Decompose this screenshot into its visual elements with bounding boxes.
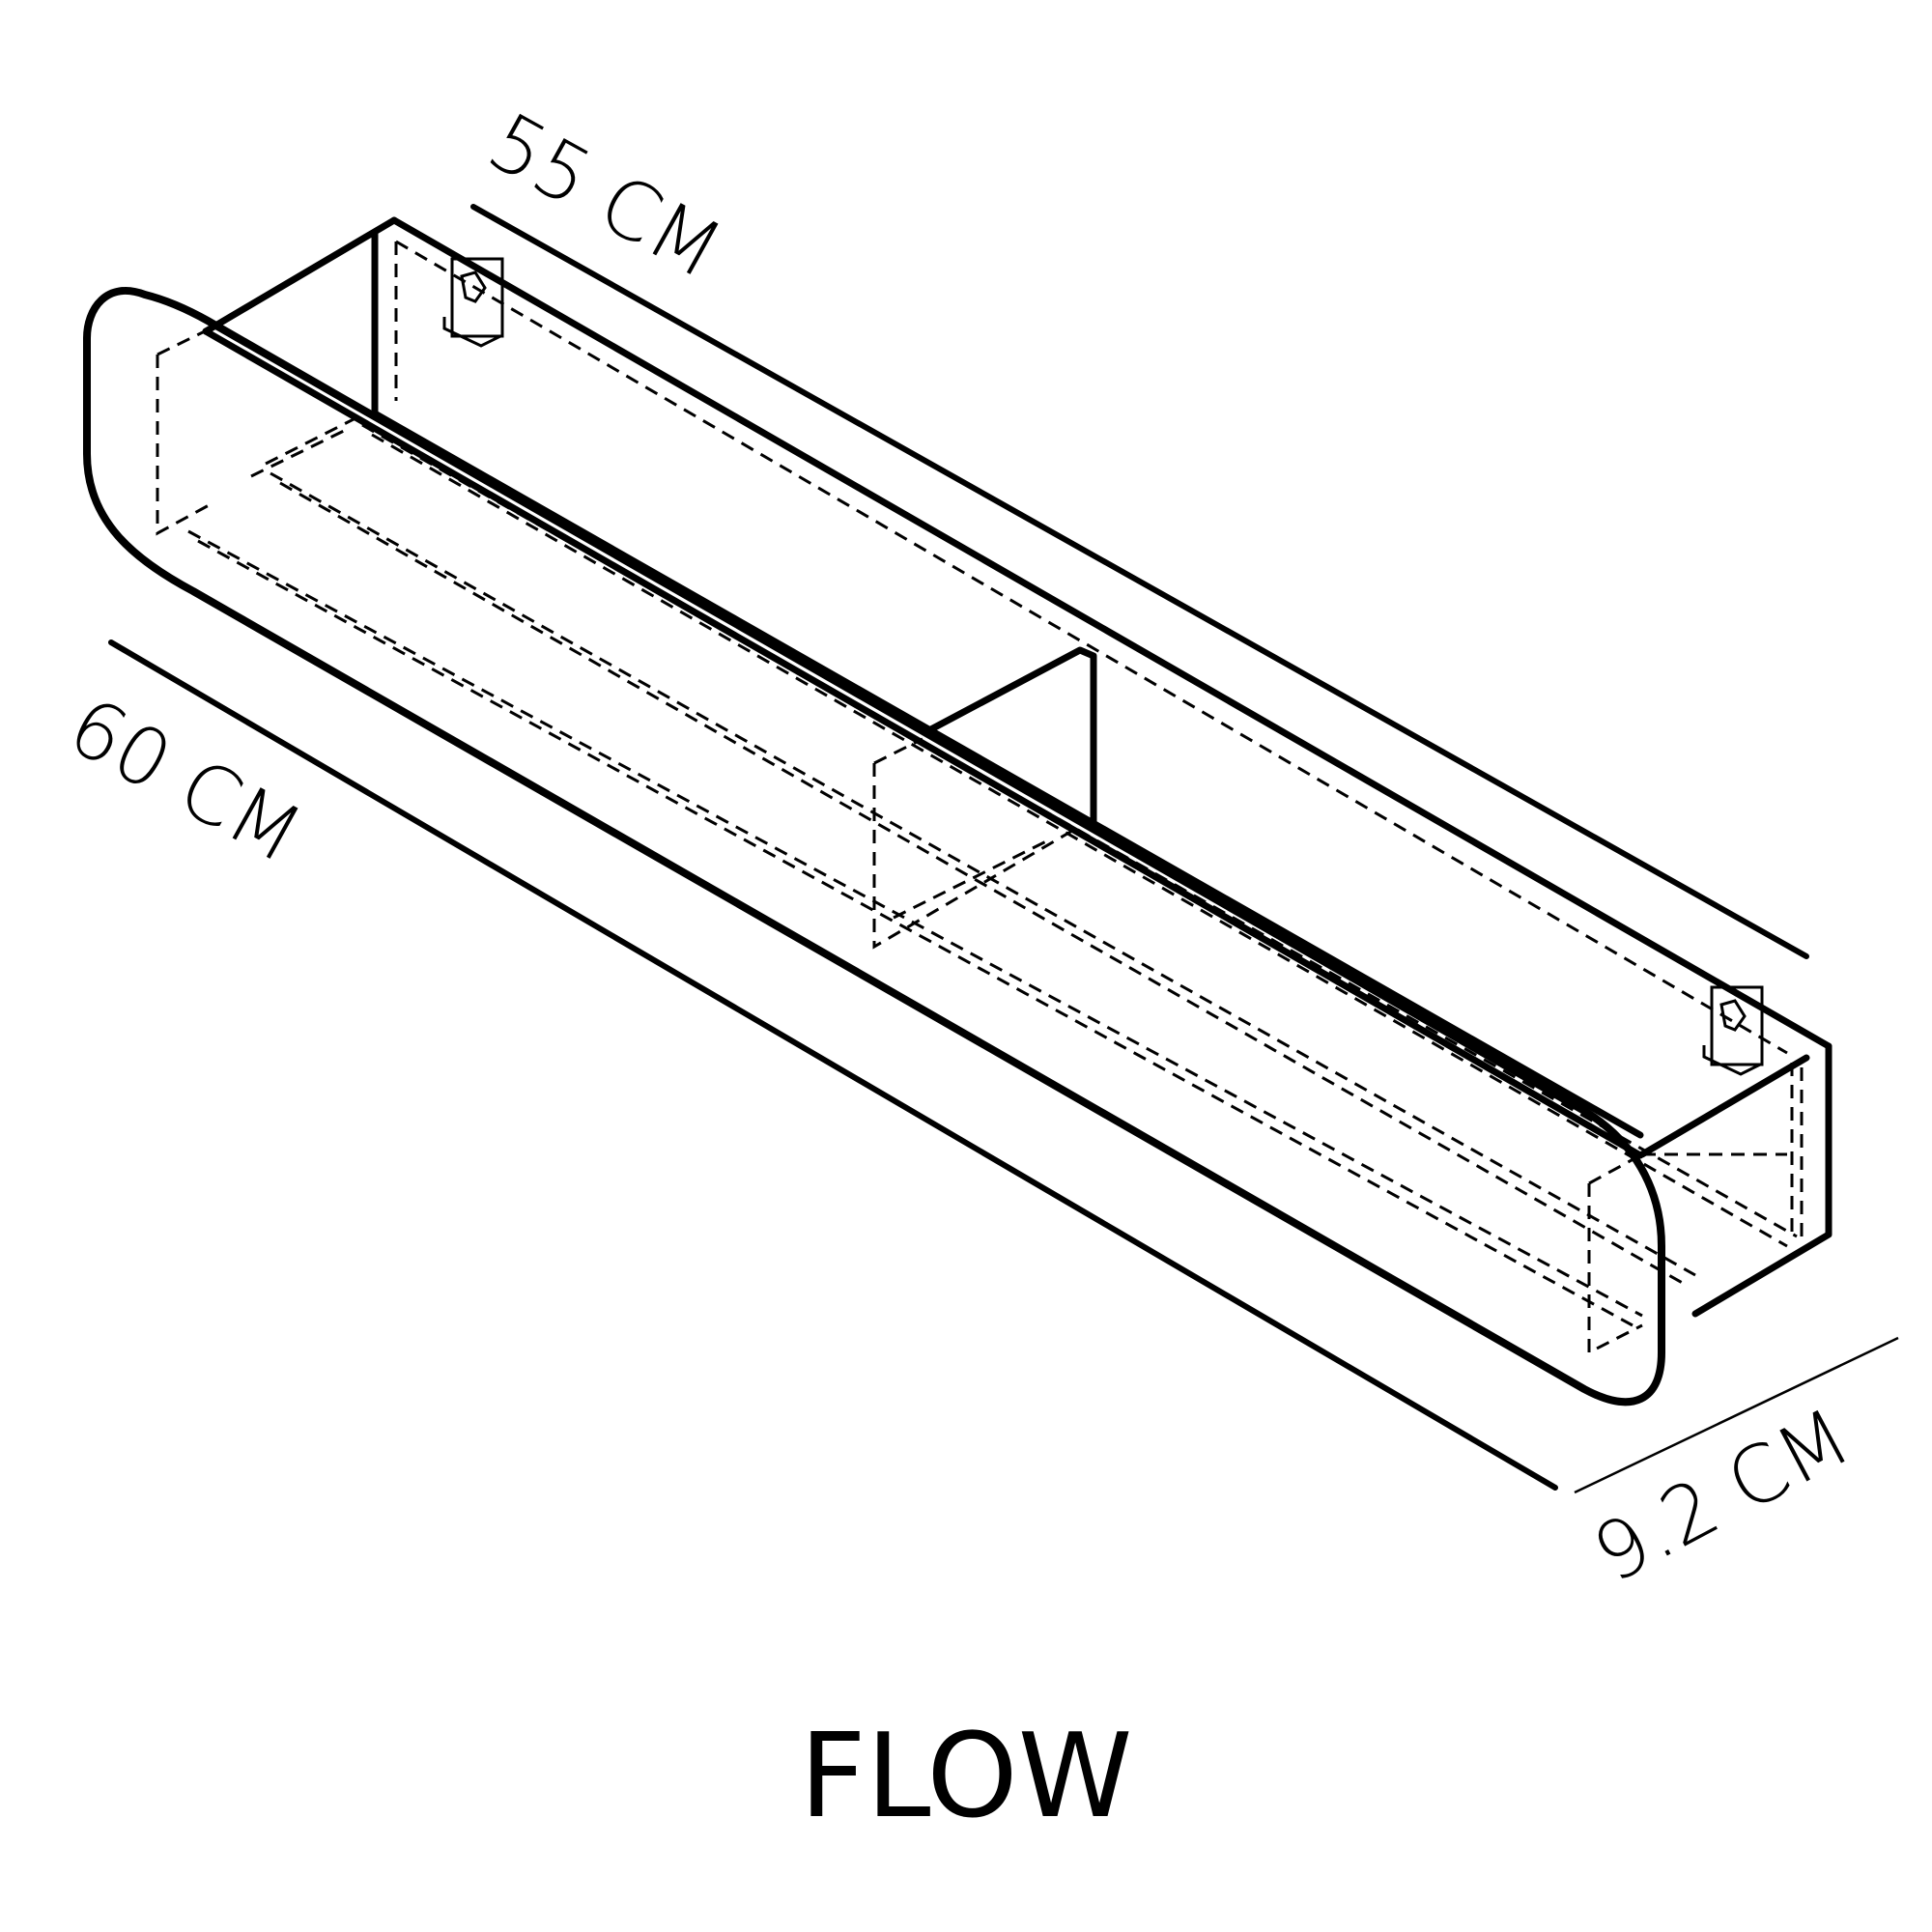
hidden-lines xyxy=(156,240,1804,1355)
front-length-label: 60 CM xyxy=(53,680,316,881)
back-length-dimension-line xyxy=(470,204,1809,959)
wall-bracket-icon xyxy=(1702,985,1764,1076)
back-length-label: 55 CM xyxy=(473,96,736,297)
product-name: FLOW xyxy=(800,1710,1133,1844)
depth-dimension-line xyxy=(1574,1336,1899,1494)
wall-bracket-icon xyxy=(442,257,504,348)
shelf-body xyxy=(83,216,1833,1406)
front-length-dimension-line xyxy=(108,639,1558,1491)
front-panel-outline xyxy=(83,287,1665,1406)
